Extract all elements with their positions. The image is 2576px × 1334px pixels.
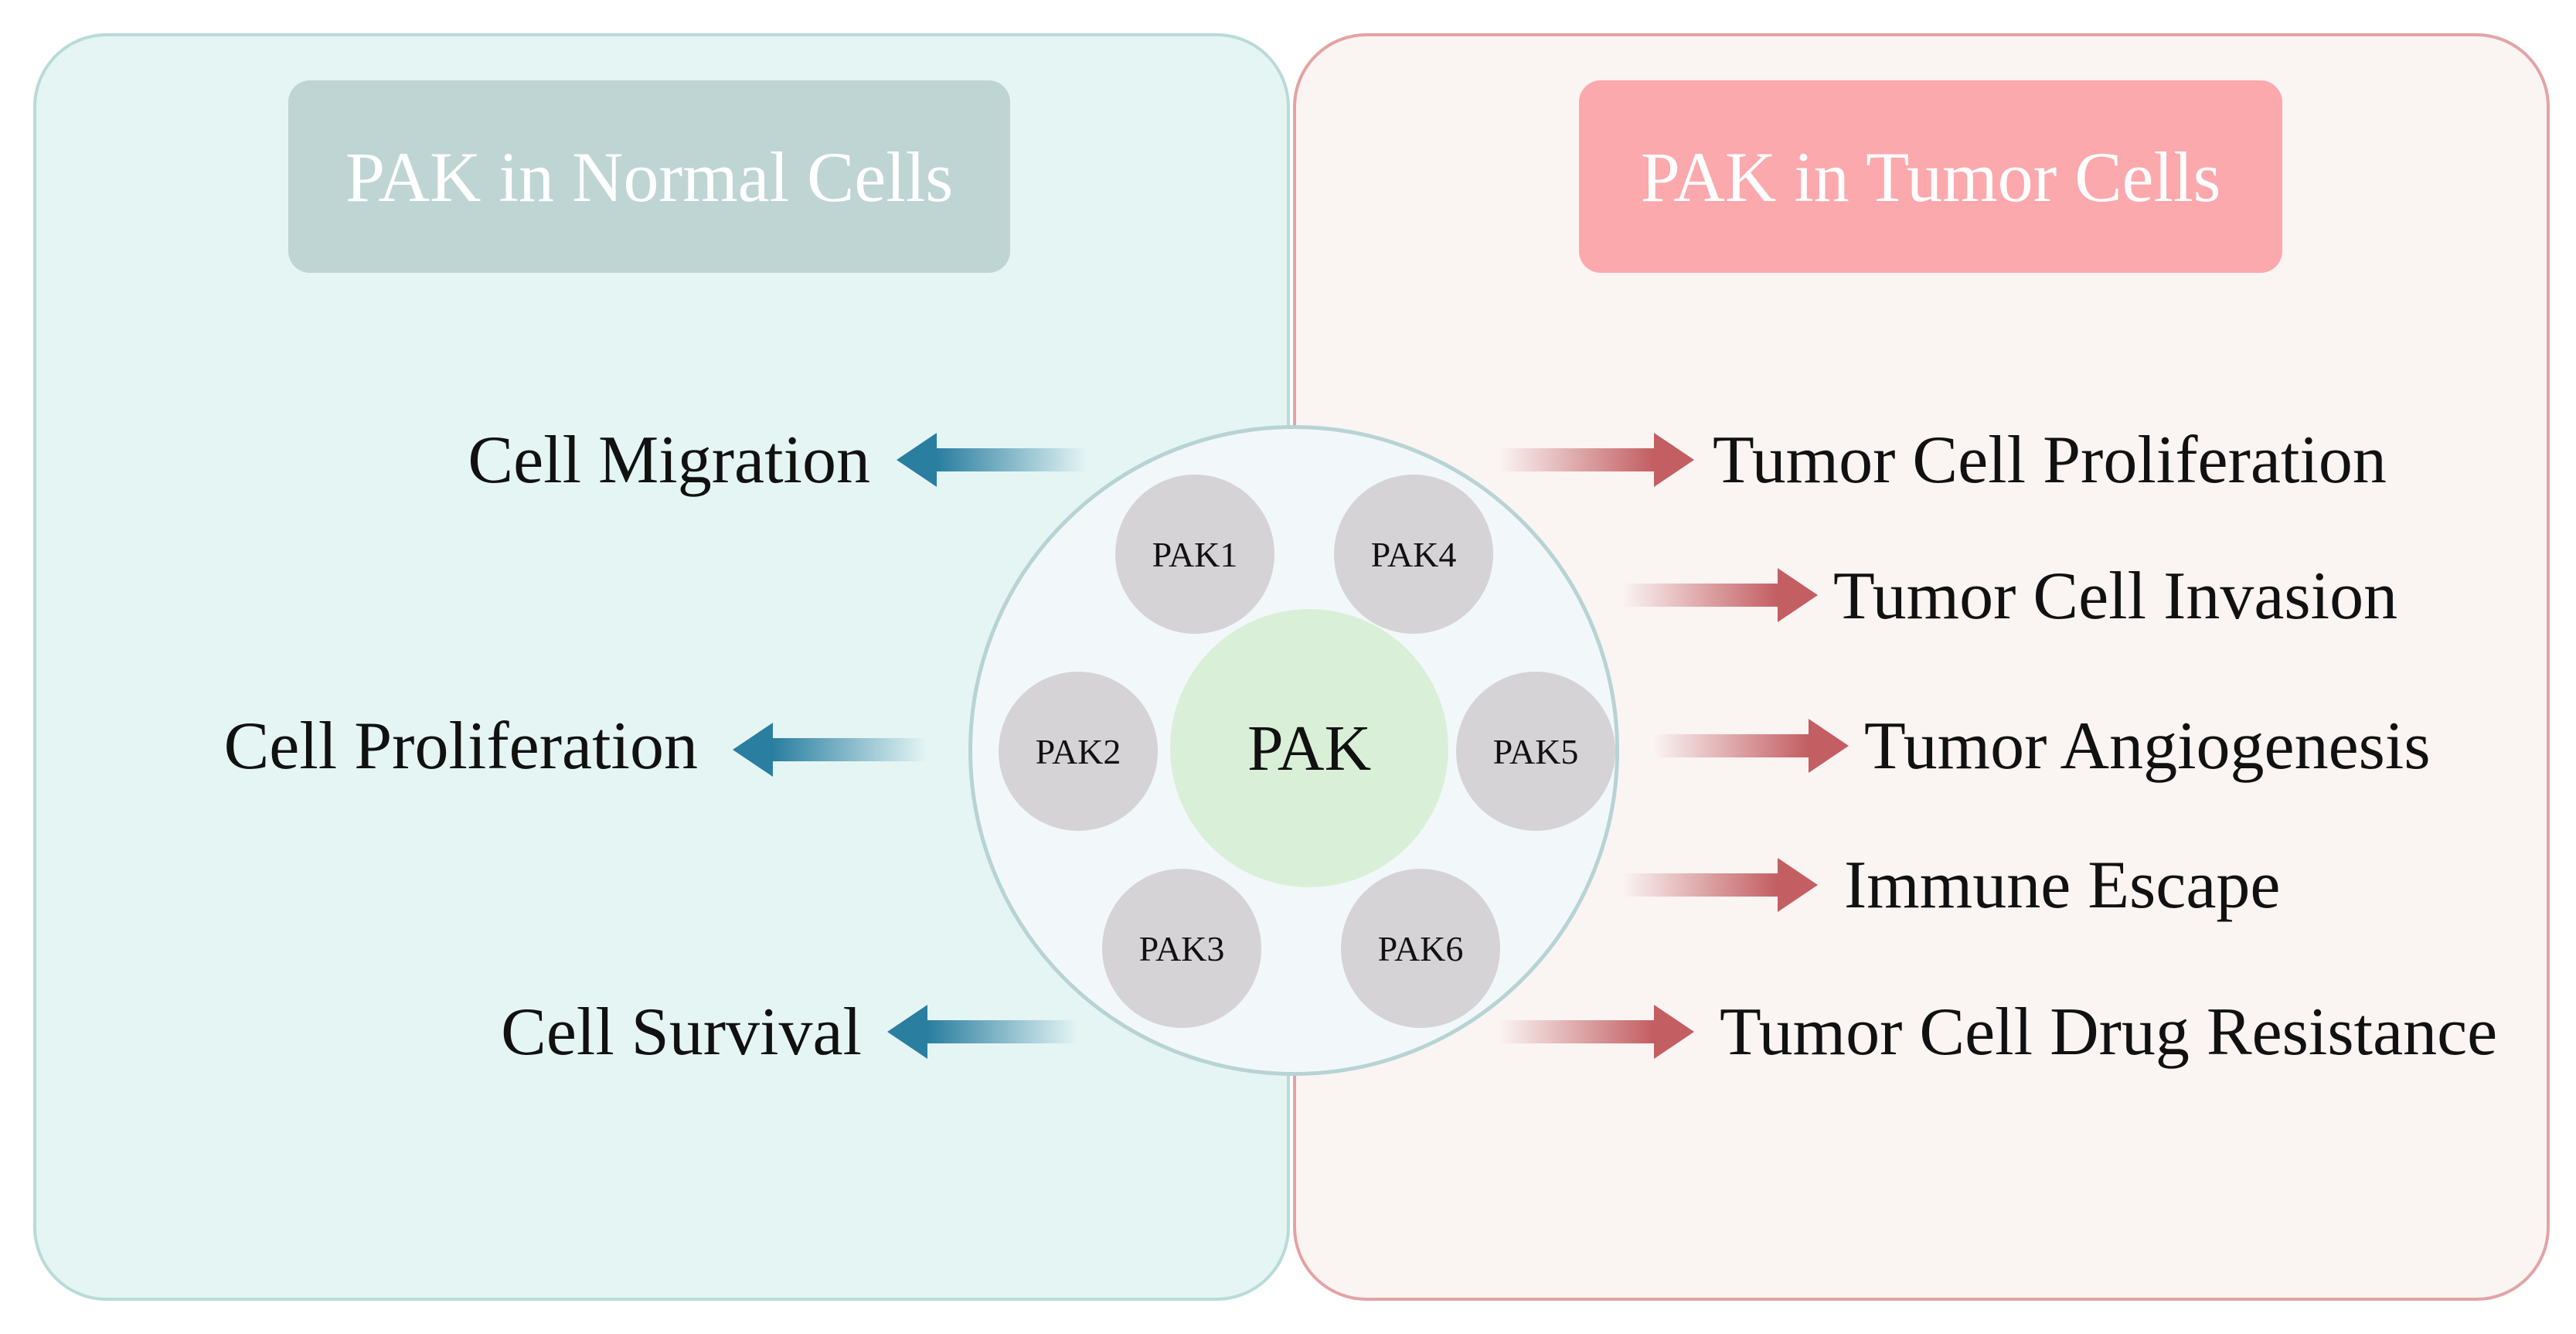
arrow-to-cell-proliferation [733,723,927,777]
label-cell-proliferation: Cell Proliferation [223,709,698,784]
label-tumor-cell-drug-resistance: Tumor Cell Drug Resistance [1720,995,2498,1070]
pak-core-node: PAK [1170,609,1448,887]
label-cell-survival: Cell Survival [501,995,862,1070]
normal-cells-title: PAK in Normal Cells [288,80,1010,273]
arrow-to-tumor-cell-proliferation [1499,433,1694,487]
arrow-to-tumor-cell-drug-resistance [1499,1005,1694,1059]
pak1-node: PAK1 [1115,475,1274,634]
pak3-node: PAK3 [1102,869,1261,1028]
arrow-to-tumor-cell-invasion [1623,568,1818,622]
tumor-cells-title: PAK in Tumor Cells [1579,80,2282,273]
label-cell-migration: Cell Migration [468,423,870,498]
arrow-to-cell-survival [887,1005,1078,1059]
pak6-node: PAK6 [1341,869,1500,1028]
arrow-to-immune-escape [1623,858,1818,912]
pak4-node: PAK4 [1334,475,1493,634]
label-tumor-cell-invasion: Tumor Cell Invasion [1833,559,2398,634]
pak5-node: PAK5 [1456,672,1615,831]
label-tumor-cell-proliferation: Tumor Cell Proliferation [1713,423,2387,498]
label-tumor-angiogenesis: Tumor Angiogenesis [1864,709,2431,784]
arrow-to-cell-migration [897,433,1087,487]
label-immune-escape: Immune Escape [1844,848,2281,923]
arrow-to-tumor-angiogenesis [1654,719,1849,773]
pak2-node: PAK2 [999,672,1158,831]
